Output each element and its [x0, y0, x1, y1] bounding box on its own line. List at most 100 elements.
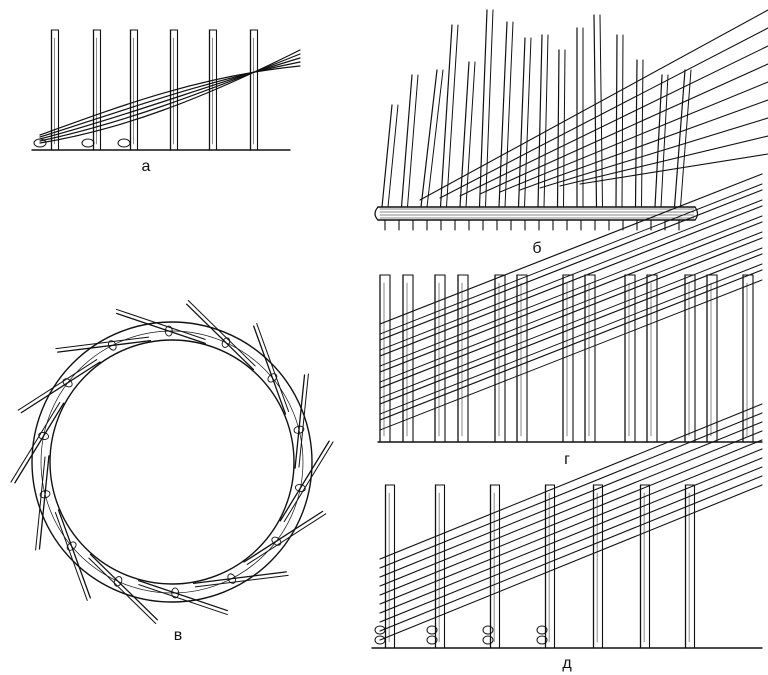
crossing-rod — [294, 373, 309, 469]
panel-label-a: а — [141, 158, 151, 175]
upright-stake — [434, 484, 446, 649]
base-end — [694, 206, 699, 221]
rod-end — [374, 625, 386, 635]
crossing-rod — [17, 359, 101, 414]
weaver-band — [379, 205, 763, 367]
upright-stake — [400, 74, 419, 208]
weaver-band — [379, 173, 763, 335]
upright-stake — [169, 29, 179, 151]
upright-stake — [584, 274, 596, 443]
crossing-rod — [243, 510, 327, 565]
weaver-rod — [39, 53, 301, 142]
crossing-rod — [54, 509, 91, 601]
rod-end — [426, 625, 438, 635]
upright-stake — [249, 29, 259, 151]
rod-end — [426, 635, 438, 645]
upright-stake — [654, 74, 669, 208]
weaver-rod — [379, 466, 763, 623]
weaver-rod — [419, 9, 768, 201]
weaver-rod — [379, 403, 763, 560]
weaver-band — [379, 237, 763, 399]
rod-end — [374, 635, 386, 645]
weaver-rod — [499, 81, 768, 193]
weaver-rod — [379, 412, 763, 569]
weaver-rod — [439, 27, 768, 199]
crossing-rod — [279, 440, 334, 523]
panel-label-b: б — [532, 240, 542, 257]
rod-end — [33, 138, 47, 148]
upright-stake — [592, 484, 604, 649]
weaver-rod — [579, 153, 768, 185]
upright-stake — [615, 34, 624, 208]
panel-g-illustration — [377, 173, 763, 443]
weaver-rod — [539, 117, 768, 189]
rod-end — [482, 625, 494, 635]
weaver-rod — [559, 135, 768, 187]
weaver-band — [379, 253, 763, 415]
upright-stake — [646, 274, 658, 443]
rod-end — [227, 573, 237, 584]
upright-stake — [517, 37, 532, 208]
weaver-rod — [39, 57, 301, 140]
upright-stake — [489, 484, 501, 649]
weaver-rod — [379, 448, 763, 605]
weaver-rod — [459, 45, 768, 197]
upright-stake — [537, 34, 549, 208]
panel-label-g: г — [564, 451, 570, 468]
crossing-rod — [185, 300, 256, 371]
crossing-rod — [138, 579, 228, 616]
weaver-rod — [39, 61, 301, 138]
rod-end — [39, 490, 51, 499]
rod-end — [267, 373, 278, 383]
ring-inner — [49, 339, 295, 585]
upright-stake — [624, 274, 636, 443]
panel-b-illustration — [374, 9, 768, 231]
crossing-rod — [116, 308, 206, 345]
ring-outer — [31, 321, 313, 603]
crossing-rod — [253, 323, 290, 415]
rod-end — [38, 431, 50, 440]
upright-stake — [129, 29, 139, 151]
upright-stake — [498, 21, 514, 208]
weaver-rod — [519, 99, 768, 191]
weaver-rod — [379, 421, 763, 578]
panel-d-illustration — [371, 403, 763, 649]
panel-a-illustration — [31, 29, 301, 151]
rod-end — [482, 635, 494, 645]
upright-stake — [420, 69, 444, 208]
upright-stake — [50, 29, 60, 151]
rod-end — [107, 340, 117, 351]
crossing-rod — [35, 455, 50, 551]
upright-stake — [402, 274, 414, 443]
upright-stake — [381, 104, 399, 208]
panel-v-illustration — [10, 300, 334, 624]
rod-end — [113, 576, 123, 587]
base-end — [374, 206, 379, 221]
upright-stake — [673, 69, 692, 208]
weaver-rod — [379, 439, 763, 596]
rod-end — [164, 325, 173, 337]
rod-end — [81, 138, 95, 148]
upright-stake — [459, 61, 476, 208]
upright-stake — [593, 14, 603, 208]
crossing-rod — [88, 553, 159, 624]
weaver-rod — [479, 63, 768, 195]
upright-stake — [457, 274, 469, 443]
upright-stake — [556, 49, 566, 208]
rod-end — [62, 378, 73, 388]
weaver-band — [379, 221, 763, 383]
weaver-band — [379, 269, 763, 431]
rod-end — [221, 337, 231, 348]
upright-stake — [478, 9, 494, 208]
crossing-rod — [10, 401, 65, 484]
rod-end — [117, 138, 131, 148]
panel-label-d: д — [562, 655, 572, 672]
upright-stake — [439, 24, 459, 208]
rod-end — [536, 635, 548, 645]
rod-end — [171, 587, 180, 599]
rod-end — [293, 425, 305, 434]
weaver-rod — [379, 484, 763, 641]
weaver-band — [379, 189, 763, 351]
weaver-rod — [39, 65, 301, 136]
